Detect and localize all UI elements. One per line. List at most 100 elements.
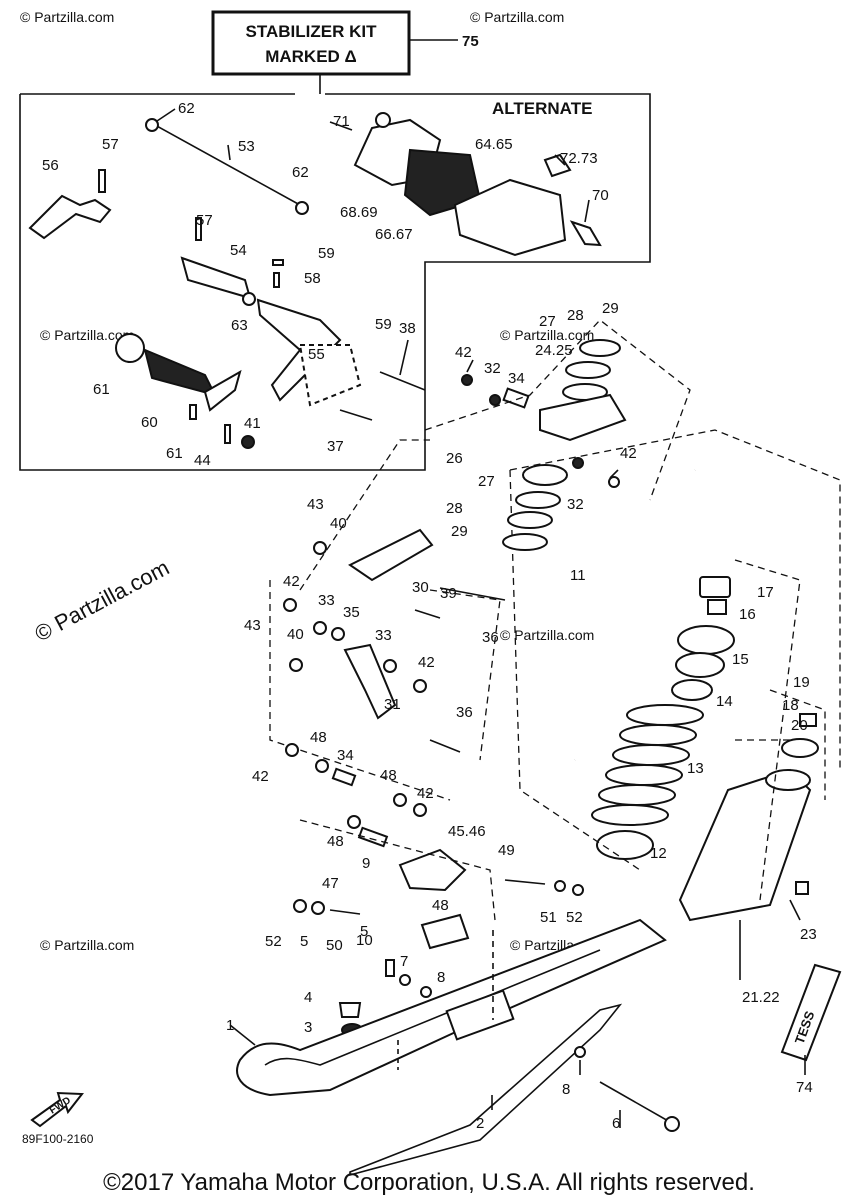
spring-coils	[591, 704, 704, 826]
kit-line1: STABILIZER KIT	[246, 22, 378, 41]
part-callout: 27	[478, 473, 495, 490]
part-callout: 42	[620, 445, 637, 462]
part-callout: 34	[508, 370, 525, 387]
part-callout: 61	[166, 445, 183, 462]
stabilizer-kit-box: STABILIZER KIT MARKED Δ 75	[211, 10, 479, 94]
part-callout: 44	[194, 452, 211, 469]
part-callout: 53	[238, 138, 255, 155]
part-callout: 72.73	[560, 150, 598, 167]
part-callout: 35	[343, 604, 360, 621]
part-callout: 48	[327, 833, 344, 850]
watermark: © Partzilla.com	[500, 327, 594, 343]
part-callout: 26	[446, 450, 463, 467]
part-callout: 1	[226, 1017, 234, 1034]
part-callout: 18	[782, 697, 799, 714]
part-callout: 12	[650, 845, 667, 862]
watermark-main: © Partzilla.com	[31, 555, 174, 647]
part-callout: 62	[292, 164, 309, 181]
part-callout: 9	[362, 855, 370, 872]
part-callout: 28	[567, 307, 584, 324]
part-callout: 45.46	[448, 823, 486, 840]
part-callout: 5	[360, 923, 368, 940]
part-callout: 3	[304, 1019, 312, 1036]
part-callout: 4	[304, 989, 312, 1006]
part-callout: 36	[456, 704, 473, 721]
part-callout: 33	[375, 627, 392, 644]
part-callout: 64.65	[475, 136, 513, 153]
part-callout: 34	[337, 747, 354, 764]
part-callout: 74	[796, 1079, 813, 1096]
part-callout: 6	[612, 1115, 620, 1132]
part-callout: 40	[330, 515, 347, 532]
part-callout: 42	[252, 768, 269, 785]
part-callout: 54	[230, 242, 247, 259]
part-callout: 57	[102, 136, 119, 153]
part-callout: 42	[417, 785, 434, 802]
part-callout: 27	[539, 313, 556, 330]
part-callout: 21.22	[742, 989, 780, 1006]
part-callout: 41	[244, 415, 261, 432]
copyright-notice: ©2017 Yamaha Motor Corporation, U.S.A. A…	[103, 1169, 755, 1196]
part-callout: 8	[562, 1081, 570, 1098]
kit-ref: 75	[462, 33, 479, 50]
part-callout: 38	[399, 320, 416, 337]
part-callout: 48	[310, 729, 327, 746]
part-callout: 70	[592, 187, 609, 204]
part-callout: 62	[178, 100, 195, 117]
part-callout: 71	[333, 113, 350, 130]
part-callout: 7	[400, 953, 408, 970]
part-callout: 40	[287, 626, 304, 643]
part-callout: 2	[476, 1115, 484, 1132]
part-callout: 50	[326, 937, 343, 954]
decal: TESS	[780, 963, 842, 1062]
part-callout: 68.69	[340, 204, 378, 221]
part-callout: 15	[732, 651, 749, 668]
part-callout: 14	[716, 693, 733, 710]
watermark: © Partzilla.com	[500, 627, 594, 643]
part-callout: 60	[141, 414, 158, 431]
leader-lines	[156, 108, 806, 1128]
part-callout: 32	[484, 360, 501, 377]
part-callout: 23	[800, 926, 817, 943]
shock-assembly	[509, 429, 841, 980]
part-callout: 58	[304, 270, 321, 287]
part-callout: 16	[739, 606, 756, 623]
part-callout: 20	[791, 717, 808, 734]
part-callout: 43	[244, 617, 261, 634]
watermark: © Partzilla.com	[20, 9, 114, 25]
part-callout: 10	[356, 932, 373, 949]
part-callout: 17	[757, 584, 774, 601]
part-callout: 52	[265, 933, 282, 950]
part-callout: 59	[375, 316, 392, 333]
part-callout: 31	[384, 696, 401, 713]
watermark: © Partzilla.com	[470, 9, 564, 25]
part-callout: 55	[308, 346, 325, 363]
part-callout: 36	[482, 629, 499, 646]
part-callout: 11	[570, 567, 586, 584]
kit-boundary: ALTERNATE	[19, 93, 651, 471]
part-callout: 49	[498, 842, 515, 859]
alternate-label: ALTERNATE	[492, 99, 592, 118]
watermark: © Partzilla.com	[40, 327, 134, 343]
part-callout: 61	[93, 381, 110, 398]
part-callout: 57	[196, 212, 213, 229]
part-callout: 33	[318, 592, 335, 609]
part-callout: 24.25	[535, 342, 573, 359]
part-callout: 30	[412, 579, 429, 596]
part-callout: 32	[567, 496, 584, 513]
part-callout: 47	[322, 875, 339, 892]
part-callout: 66.67	[375, 226, 413, 243]
part-callout: 29	[451, 523, 468, 540]
part-callout: 19	[793, 674, 810, 691]
part-callout: 52	[566, 909, 583, 926]
diagram-code: 89F100-2160	[22, 1132, 94, 1146]
part-callout: 29	[602, 300, 619, 317]
part-callout: 43	[307, 496, 324, 513]
part-callout: 48	[432, 897, 449, 914]
part-callout: 42	[418, 654, 435, 671]
part-callout: 5	[300, 933, 308, 950]
part-callout: 63	[231, 317, 248, 334]
part-callout: 37	[327, 438, 344, 455]
fwd-arrow: FWD	[30, 1091, 84, 1128]
